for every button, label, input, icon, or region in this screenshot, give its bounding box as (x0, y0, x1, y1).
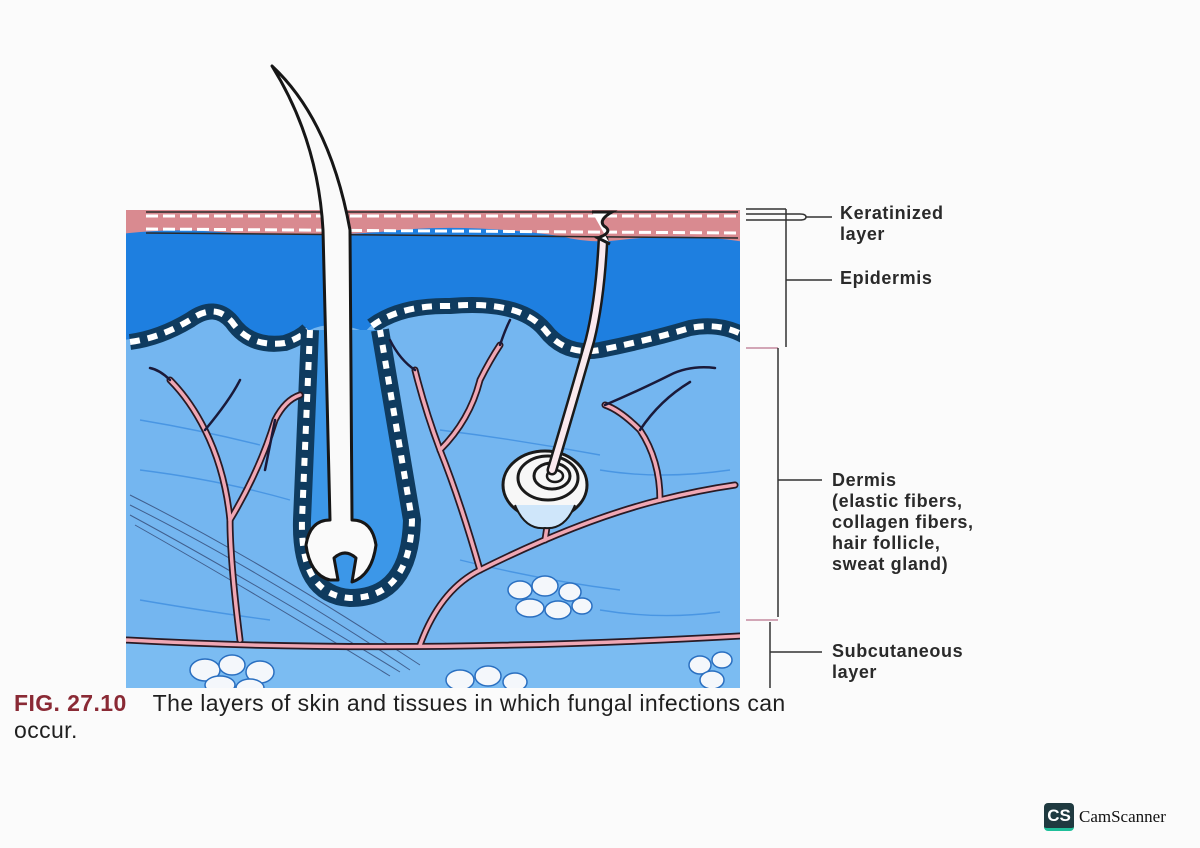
label-dermis: Dermis (elastic fibers, collagen fibers,… (832, 470, 974, 574)
caption-line-2: occur. (14, 717, 78, 743)
camscanner-watermark: CS CamScanner (1044, 803, 1166, 831)
epidermis-region (126, 225, 740, 351)
blood-vessels (126, 318, 740, 651)
layer-bracket (740, 208, 832, 688)
caption-line-1: The layers of skin and tissues in which … (152, 690, 786, 716)
figure-caption: FIG. 27.10 The layers of skin and tissues… (14, 690, 1114, 744)
fat-cells (189, 575, 733, 688)
figure-number: FIG. 27.10 (14, 690, 127, 716)
camscanner-logo-icon: CS (1044, 803, 1074, 831)
sweat-pore (592, 210, 618, 246)
camscanner-brand: CamScanner (1079, 807, 1166, 826)
label-epidermis: Epidermis (840, 268, 933, 288)
label-keratinized-layer: Keratinized layer (840, 203, 944, 244)
sweat-gland (501, 449, 589, 530)
hair-shaft (270, 64, 378, 584)
label-subcutaneous-layer: Subcutaneous layer (832, 641, 964, 682)
